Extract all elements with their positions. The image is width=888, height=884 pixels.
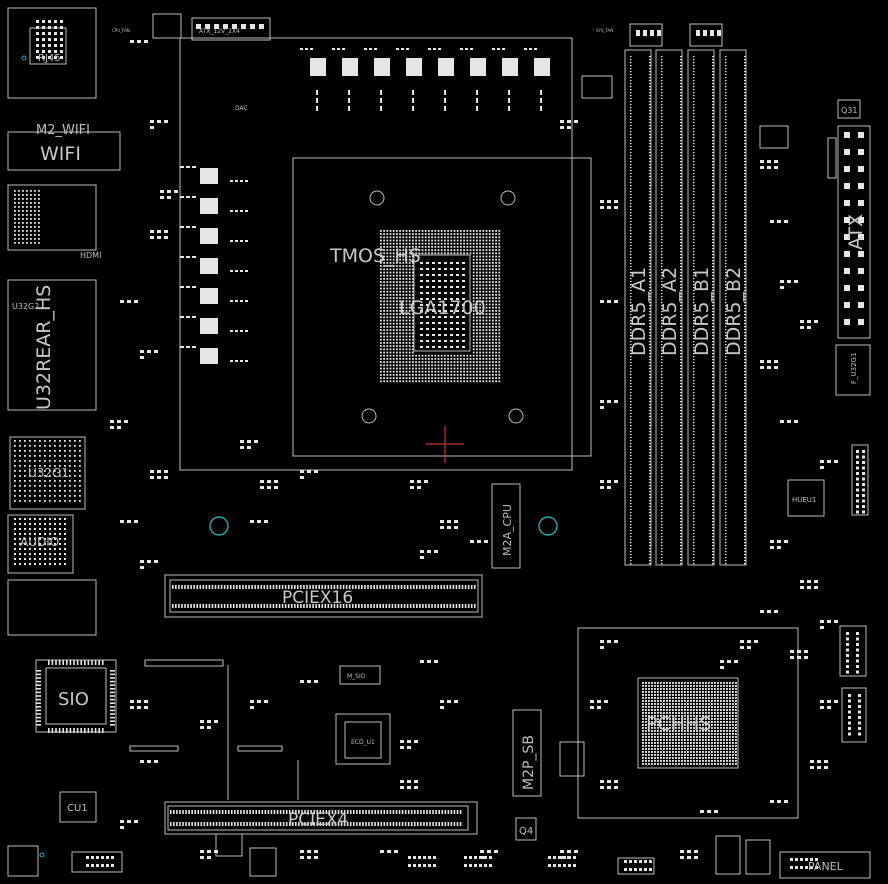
ddr5-b2-slot	[719, 49, 747, 566]
ec-label: ECD_U1	[351, 739, 375, 746]
hdmi-outline	[7, 184, 97, 251]
pciex4-label: PCIEX4	[288, 810, 348, 830]
q31-label: Q31	[841, 106, 857, 115]
socket-center-marker	[426, 426, 464, 463]
atx12v-label: ATX_12V_2X4	[199, 28, 240, 35]
ddr5-a1-slot	[624, 49, 652, 566]
u32g1-label: U32G1	[28, 466, 69, 480]
hdmi-label: HDMI	[80, 251, 101, 260]
audio-label: AUDIO	[20, 535, 59, 549]
m-sio-label: M_SIO	[347, 673, 366, 680]
panel-outline	[779, 851, 871, 879]
standoff-right	[538, 516, 558, 536]
u32rear-hs-label: U32REAR_HS	[33, 285, 55, 410]
cpu-fan-label: CPU_FAN	[112, 28, 130, 33]
ddr5-b1-slot	[687, 49, 715, 566]
ddr5-a1-label: DDR5_A1	[628, 267, 650, 356]
m-sio-outline	[339, 665, 381, 685]
cu1-label: CU1	[67, 803, 88, 814]
sio-label: SIO	[58, 689, 89, 710]
tmos-hs-label: TMOS_HS	[329, 245, 421, 267]
pchhs-label: PCHHS	[646, 713, 711, 735]
dac-label: DAC	[235, 105, 248, 112]
vrm-area	[179, 37, 573, 471]
wifi-outline	[7, 131, 121, 171]
cpu-hole-2	[500, 190, 516, 206]
audio-outline	[7, 514, 74, 574]
m2p-sb-label: M2P_SB	[521, 735, 537, 790]
standoff-left	[209, 516, 229, 536]
cpu-fan-outline	[152, 13, 182, 39]
hueu1-label: HUEU1	[792, 496, 816, 504]
m2a-cpu-outline	[491, 483, 521, 569]
pciex16-label: PCIEX16	[282, 588, 353, 608]
panel-label: PANEL	[808, 860, 844, 873]
cpu-hole-3	[361, 408, 377, 424]
pch-outline	[577, 627, 799, 819]
q4-label: Q4	[519, 826, 533, 837]
ddr5-a2-label: DDR5_A2	[659, 267, 681, 356]
sys-fan-outline	[629, 23, 663, 47]
u32g2-label: U32G2	[12, 302, 39, 311]
rj45-outline	[7, 7, 97, 99]
ddr5-b2-label: DDR5_B2	[723, 267, 745, 356]
m2-wifi-label: M2_WIFI	[36, 123, 90, 138]
ddr5-b1-label: DDR5_B1	[691, 267, 713, 356]
atx-label: ATX	[845, 214, 867, 250]
pciex16-slot	[164, 574, 483, 618]
m2p-sb-outline	[512, 709, 542, 797]
hueu1-outline	[787, 479, 825, 517]
sys-fan-label: SYS_FAN	[596, 28, 613, 33]
wifi-label: WIFI	[40, 143, 81, 165]
q4-outline	[515, 817, 537, 841]
solder-pads	[14, 20, 865, 871]
atx-outline	[837, 125, 871, 339]
pciex4-slot	[164, 801, 478, 835]
u32g1-outline	[9, 436, 86, 510]
cpu-socket-outline	[292, 157, 592, 457]
sio-outline	[45, 667, 107, 725]
mounting-holes	[21, 55, 558, 858]
atx12v-outline	[191, 17, 271, 41]
ddr5-a2-slot	[655, 49, 683, 566]
cpu-hole-4	[508, 408, 524, 424]
cu1-outline	[59, 791, 97, 823]
lga1700-label: LGA1700	[399, 297, 486, 319]
component-outlines	[7, 7, 871, 879]
usb-rear-outline	[7, 279, 97, 411]
ec-outline	[344, 721, 382, 759]
f-u32g1-label: F_U32G1	[850, 353, 858, 384]
m2a-cpu-label: M2A_CPU	[501, 504, 514, 556]
cpu-hole-1	[369, 190, 385, 206]
rj45-label: RJ45	[38, 53, 61, 64]
